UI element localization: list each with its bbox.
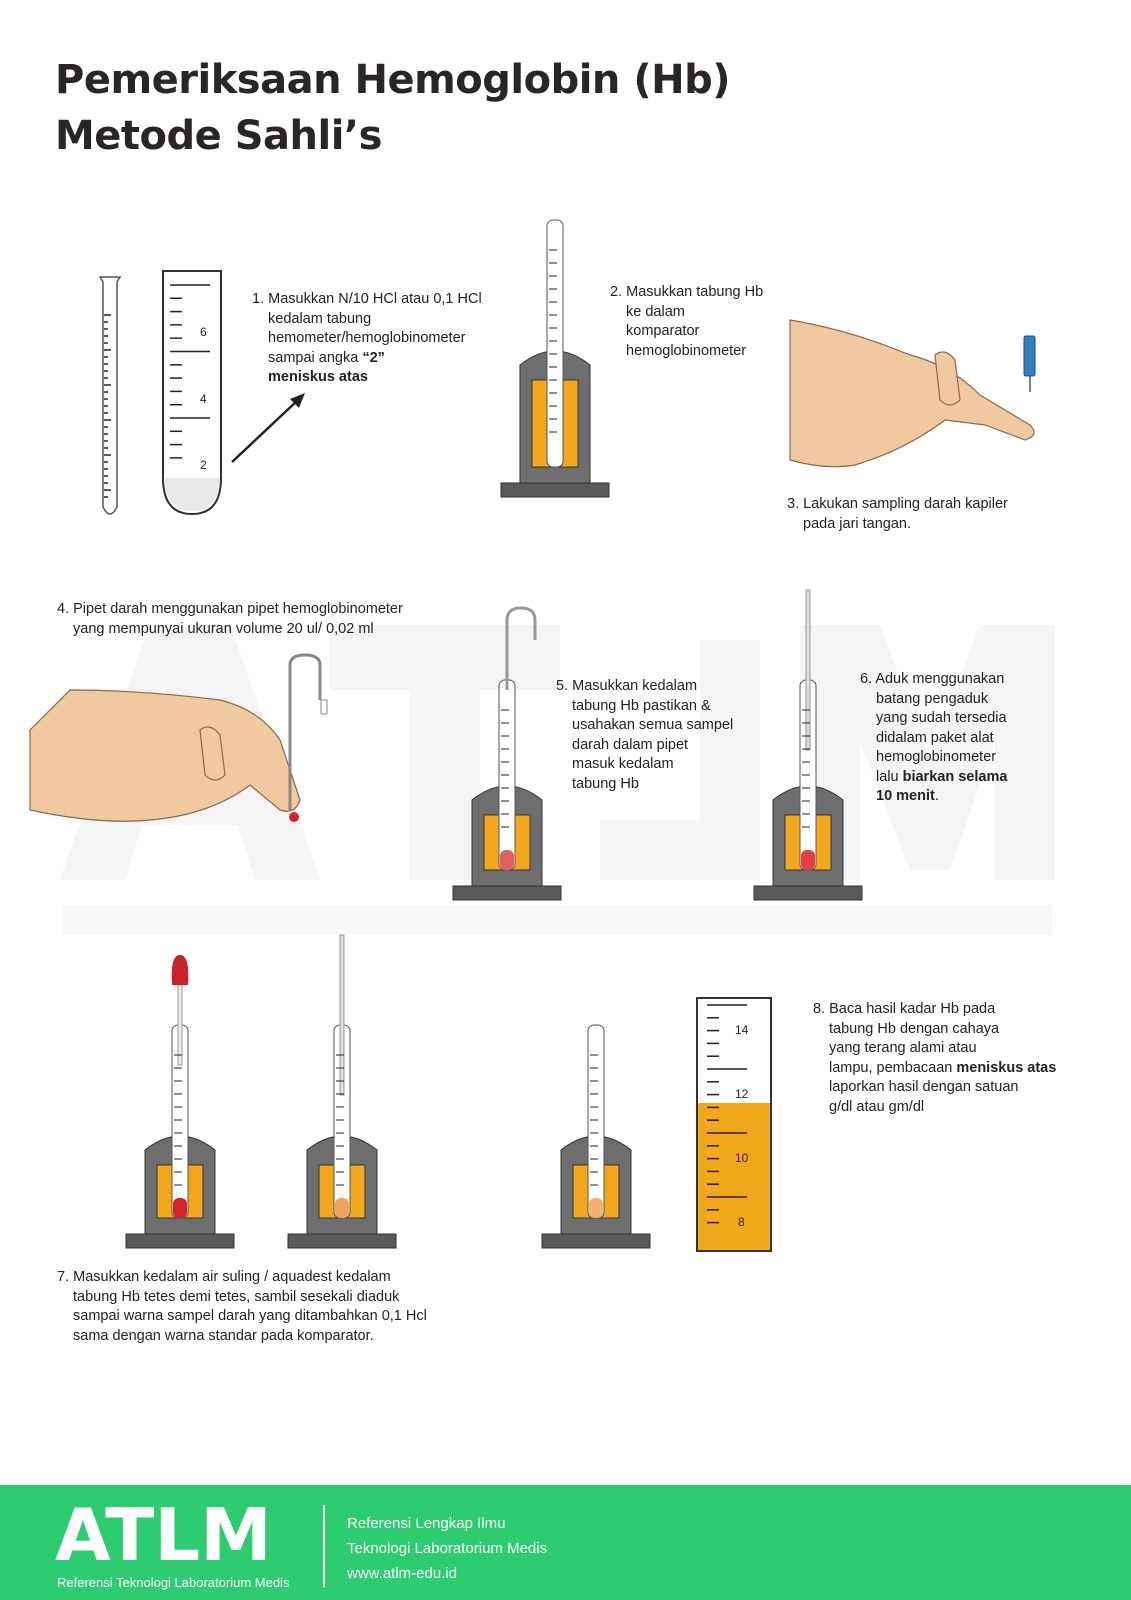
comparator-illustration (452, 606, 562, 901)
step-6-text: 6. Aduk menggunakan batang pengaduk yang… (860, 670, 1007, 807)
footer-line-2: Teknologi Laboratorium Medis (347, 1540, 548, 1557)
step-6-line: 10 menit. (860, 787, 1007, 807)
step-5-text: 5. Masukkan kedalam tabung Hb pastikan &… (556, 677, 733, 794)
step-1-line: kedalam tabung (268, 310, 372, 327)
step-8-line: 8. Baca hasil kadar Hb pada (813, 1001, 996, 1017)
step-6-bold: biarkan selama (902, 768, 1008, 785)
step-3-line: pada jari tangan. (803, 515, 912, 532)
step-1-bold: “2” (362, 349, 385, 366)
step-2-line: 2. Masukkan tabung Hb (610, 284, 764, 300)
step-3-text: 3. Lakukan sampling darah kapiler pada j… (787, 495, 1008, 534)
step-7-line: sampai warna sampel darah yang ditambahk… (73, 1308, 427, 1324)
step-5-line: 5. Masukkan kedalam (556, 678, 698, 694)
step-6-line: lalu biarkan selama (860, 768, 1007, 788)
scale-closeup-step8: 14 12 10 8 (696, 997, 772, 1252)
step-8-line: laporkan hasil dengan satuan (829, 1079, 1019, 1095)
hand-pipetting-illustration (29, 653, 328, 822)
scale-label-2: 2 (200, 458, 207, 472)
step-6-line: batang pengaduk (876, 690, 989, 707)
step-6-text-part: lalu (876, 768, 903, 785)
step-6-text-part: . (934, 788, 939, 804)
scale-label-4: 4 (200, 392, 207, 406)
step-5-line: masuk kedalam (572, 756, 674, 772)
step-1-text: 1. Masukkan N/10 HCl atau 0,1 HCl kedala… (252, 290, 482, 388)
step-1-text-part: sampai angka (268, 349, 363, 366)
step-5-line: usahakan semua sampel (572, 717, 734, 733)
step-1-line: 1. Masukkan N/10 HCl atau 0,1 HCl (252, 291, 482, 307)
step-7-text: 7. Masukkan kedalam air suling / aquades… (57, 1268, 427, 1346)
title-line-2: Metode Sahli’s (55, 113, 382, 159)
step-6-line: hemoglobinometer (876, 749, 997, 765)
step-2-text: 2. Masukkan tabung Hb ke dalam komparato… (610, 283, 763, 361)
step-8-text-part: lampu, pembacaan (829, 1059, 957, 1076)
scale-label-8: 8 (738, 1215, 745, 1229)
step-6-line: 6. Aduk menggunakan (860, 671, 1005, 687)
step-8-line: g/dl atau gm/dl (829, 1098, 925, 1115)
step-2-line: ke dalam (626, 303, 685, 320)
footer-text: Referensi Lengkap Ilmu Teknologi Laborat… (347, 1511, 547, 1586)
step-1-line: sampai angka “2” (252, 349, 482, 369)
step-8-line: yang terang alami atau (829, 1040, 977, 1056)
hemometer-tube-illustration (98, 276, 122, 515)
step-5-line: darah dalam pipet (572, 736, 689, 753)
step-8-line: lampu, pembacaan meniskus atas (813, 1059, 1056, 1079)
watermark-tagline-band (62, 905, 1052, 935)
footer-url[interactable]: www.atlm-edu.id (347, 1565, 458, 1582)
step-1-bold: meniskus atas (268, 369, 368, 385)
step-8-bold: meniskus atas (956, 1059, 1057, 1076)
step-8-line: tabung Hb dengan cahaya (829, 1020, 1000, 1037)
scale-label-14: 14 (735, 1023, 749, 1037)
step-6-bold: 10 menit (876, 788, 935, 804)
page-title: Pemeriksaan Hemoglobin (Hb) Metode Sahli… (55, 52, 731, 164)
step-4-line: 4. Pipet darah menggunakan pipet hemoglo… (57, 601, 403, 617)
comparator-illustration (287, 934, 397, 1249)
hand-sampling-illustration (789, 319, 1036, 468)
arrow-icon (231, 393, 305, 463)
footer-divider (323, 1505, 325, 1587)
step-3-line: 3. Lakukan sampling darah kapiler (787, 496, 1008, 512)
comparator-illustration (753, 589, 863, 901)
step-7-line: 7. Masukkan kedalam air suling / aquades… (57, 1269, 391, 1285)
scale-closeup-step1: 6 4 2 (162, 270, 222, 516)
footer-line-1: Referensi Lengkap Ilmu (347, 1515, 506, 1532)
step-2-line: komparator (626, 323, 700, 339)
step-7-line: sama dengan warna standar pada komparato… (73, 1327, 374, 1344)
step-5-line: tabung Hb pastikan & (572, 697, 711, 714)
comparator-illustration (125, 955, 235, 1249)
step-4-line: yang mempunyai ukuran volume 20 ul/ 0,02… (73, 620, 374, 637)
step-5-line: tabung Hb (572, 775, 639, 792)
footer: ATLM Referensi Teknologi Laboratorium Me… (0, 1485, 1131, 1600)
scale-label-6: 6 (200, 325, 207, 339)
step-6-line: yang sudah tersedia (876, 710, 1007, 726)
step-1-line: hemometer/hemoglobinometer (268, 330, 466, 346)
step-4-text: 4. Pipet darah menggunakan pipet hemoglo… (57, 600, 403, 639)
comparator-illustration (500, 219, 610, 498)
step-8-text: 8. Baca hasil kadar Hb pada tabung Hb de… (813, 1000, 1056, 1117)
step-6-line: didalam paket alat (876, 729, 994, 746)
step-2-line: hemoglobinometer (626, 342, 747, 359)
logo-subtitle: Referensi Teknologi Laboratorium Medis (57, 1575, 290, 1590)
logo-text: ATLM (55, 1493, 272, 1577)
comparator-illustration (541, 1024, 651, 1249)
scale-label-10: 10 (735, 1151, 749, 1165)
title-line-1: Pemeriksaan Hemoglobin (Hb) (55, 57, 731, 103)
step-7-line: tabung Hb tetes demi tetes, sambil sesek… (73, 1288, 400, 1305)
scale-label-12: 12 (735, 1087, 749, 1101)
